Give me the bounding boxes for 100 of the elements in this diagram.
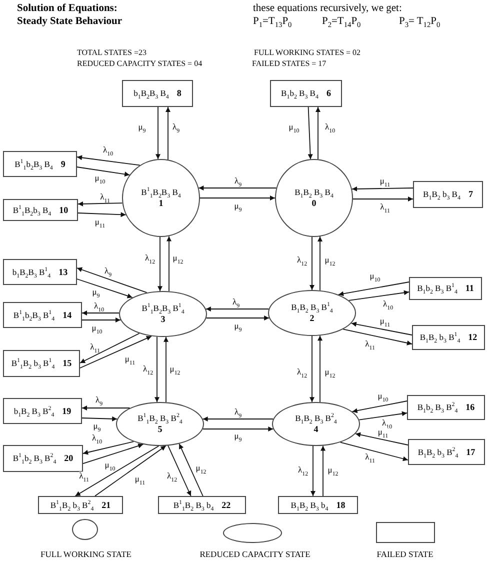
- state-number: 11: [465, 283, 474, 294]
- edge-label: λ$_{10}$: [94, 302, 104, 310]
- arrow: [308, 106, 313, 160]
- arrow: [342, 328, 412, 346]
- state-number: 1: [158, 198, 164, 209]
- state-number: 19: [62, 406, 72, 416]
- state-number: 7: [468, 189, 473, 200]
- text-line: these equations recursively, we get:: [253, 3, 402, 16]
- state-number: 5: [158, 424, 162, 435]
- arrow: [154, 336, 160, 403]
- arrow: [166, 106, 170, 160]
- arrow: [200, 196, 276, 200]
- edge-label: μ$_{9}$: [234, 202, 242, 210]
- state-number: 8: [176, 88, 182, 99]
- arrow: [310, 445, 316, 496]
- arrow: [158, 236, 162, 292]
- arrow: [198, 186, 277, 190]
- state-number: 3: [160, 314, 166, 325]
- arrow: [76, 166, 130, 177]
- state-number: 12: [468, 332, 478, 343]
- edge-label: λ$_{11}$: [100, 192, 110, 202]
- state-number: 17: [466, 446, 476, 458]
- edge-label: μ$_{12}$: [196, 464, 206, 472]
- state-count-note: FULL WORKING STATES = 02: [254, 48, 361, 58]
- failed-state-box: [122, 80, 193, 107]
- failed-state-box: [3, 199, 78, 221]
- edge-label: λ$_{9}$: [232, 298, 240, 306]
- state-label: B$_{1}$B$_{2}$ B$_{3}$ B$_{4}$: [294, 187, 334, 198]
- arrow: [320, 445, 326, 496]
- failed-state-box: [408, 439, 485, 465]
- edge-label: μ$_{12}$: [324, 368, 336, 376]
- legend-label: FULL WORKING STATE: [40, 549, 132, 559]
- arrow: [318, 236, 322, 291]
- arrow: [310, 236, 314, 290]
- state-number: 15: [62, 358, 72, 369]
- edge-label: λ$_{9}$: [234, 176, 242, 186]
- edge-label: λ$_{12}$: [144, 254, 156, 262]
- arrow: [82, 441, 134, 455]
- arrow: [350, 322, 412, 336]
- state-count-note: TOTAL STATES =23: [77, 48, 146, 58]
- edge-label: μ$_{11}$: [134, 474, 146, 484]
- edge-label: λ$_{12}$: [296, 368, 308, 376]
- legend-label: REDUCED CAPACITY STATE: [200, 549, 310, 559]
- state-number: 21: [102, 500, 111, 510]
- failed-state-box: [409, 277, 482, 300]
- failed-state-box: [3, 398, 82, 424]
- edge-label: μ$_{10}$: [104, 460, 116, 470]
- failed-state-box: [413, 181, 483, 208]
- edge-label: μ$_{9}$: [234, 322, 242, 330]
- edge-label: λ$_{9}$: [172, 122, 180, 132]
- state-number: 0: [312, 198, 316, 209]
- arrow: [82, 443, 144, 464]
- edge-label: μ$_{10}$: [378, 392, 388, 400]
- edge-label: λ$_{11}$: [365, 452, 375, 462]
- edge-label: λ$_{10}$: [92, 434, 102, 442]
- edge-label: μ$_{12}$: [324, 256, 336, 264]
- arrow: [352, 196, 414, 202]
- state-label: b$_{1}$B$_{2}$B$_{3}$ B$_{4}$: [134, 88, 169, 99]
- failed-state-box: [412, 325, 485, 350]
- arrow: [318, 335, 322, 403]
- state-label: B$^{1}$$_{1}$B$_{2}$B$_{3}$ B$_{4}$: [141, 187, 181, 198]
- arrow: [348, 290, 410, 301]
- heading: Solution of Equations:: [17, 3, 118, 16]
- state-number: 9: [60, 158, 66, 170]
- failed-state-box: [3, 350, 80, 377]
- arrow: [80, 336, 152, 368]
- arrow: [82, 310, 120, 316]
- edge-label: μ$_{10}$: [94, 174, 106, 182]
- state-number: 14: [62, 310, 72, 320]
- edge-label: μ$_{10}$: [92, 324, 102, 332]
- reduced-state-ellipse: [272, 402, 360, 446]
- failed-state-box: [278, 496, 358, 514]
- edge-label: μ$_{11}$: [380, 316, 390, 326]
- edge-label: λ$_{10}$: [102, 146, 114, 154]
- state-number: 13: [58, 266, 68, 278]
- edge-label: λ$_{9}$: [95, 396, 103, 404]
- failed-state-box: [3, 445, 83, 472]
- heading: Steady State Behaviour: [17, 16, 122, 28]
- edge-label: λ$_{10}$: [324, 122, 336, 132]
- edge-label: μ$_{11}$: [124, 354, 136, 364]
- state-count-note: REDUCED CAPACITY STATES = 04: [77, 59, 202, 68]
- legend-label: FAILED STATE: [376, 549, 434, 559]
- edge-label: λ$_{10}$: [382, 300, 394, 308]
- state-label: B$^{1}$$_{1}$b$_{2}$B$_{3}$ B$_{4}$: [14, 158, 53, 170]
- arrow: [202, 426, 274, 432]
- arrow: [76, 155, 140, 166]
- state-number: 10: [59, 204, 68, 216]
- arrow: [164, 336, 168, 403]
- state-number: 16: [466, 402, 475, 413]
- state-number: 4: [314, 424, 318, 435]
- arrow: [168, 445, 192, 496]
- edge-label: μ$_{11}$: [94, 218, 106, 226]
- arrow: [76, 278, 133, 298]
- arrow: [166, 236, 172, 292]
- arrow: [202, 416, 274, 422]
- equation: P$_{2}$=T$_{14}$P$_{0}$: [322, 16, 361, 28]
- edge-label: λ$_{11}$: [365, 340, 375, 348]
- edge-label: μ$_{9}$: [234, 432, 242, 440]
- arrow: [310, 336, 314, 403]
- state-number: 20: [64, 453, 74, 464]
